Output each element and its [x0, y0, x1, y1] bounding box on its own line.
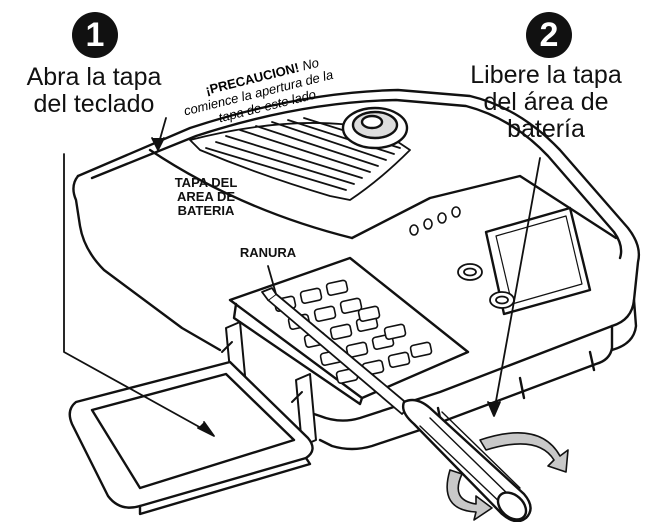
step-1-label-line2: del teclado [33, 90, 155, 118]
rotation-arrows [446, 432, 569, 521]
function-buttons [457, 263, 515, 309]
slot-callout: RANURA [239, 245, 297, 260]
screwdriver [261, 287, 532, 522]
step-2-label-line2: del área de [483, 88, 609, 116]
battery-cover-callout-line3: BATERIA [177, 203, 235, 218]
status-leds [409, 206, 461, 236]
battery-cover-callout: TAPA DEL AREA DE BATERIA [158, 176, 254, 218]
step-2-label-line1: Libere la tapa [470, 61, 622, 89]
step-2-badge: 2 [526, 12, 572, 58]
battery-cover-callout-line1: TAPA DEL [174, 175, 238, 190]
keypad-cover-open [68, 360, 314, 516]
leader-lines [63, 117, 541, 437]
siren-button [341, 106, 409, 150]
lcd-display [484, 206, 592, 316]
step-1-badge: 1 [72, 12, 118, 58]
step-1-label: Abra la tapa del teclado [4, 64, 184, 118]
step-1-label-line1: Abra la tapa [26, 63, 162, 91]
step-2-label: Libere la tapa del área de batería [446, 62, 646, 143]
battery-cover-callout-line2: AREA DE [176, 189, 236, 204]
keypad-housing [72, 88, 641, 451]
step-2-label-line3: batería [507, 115, 585, 143]
